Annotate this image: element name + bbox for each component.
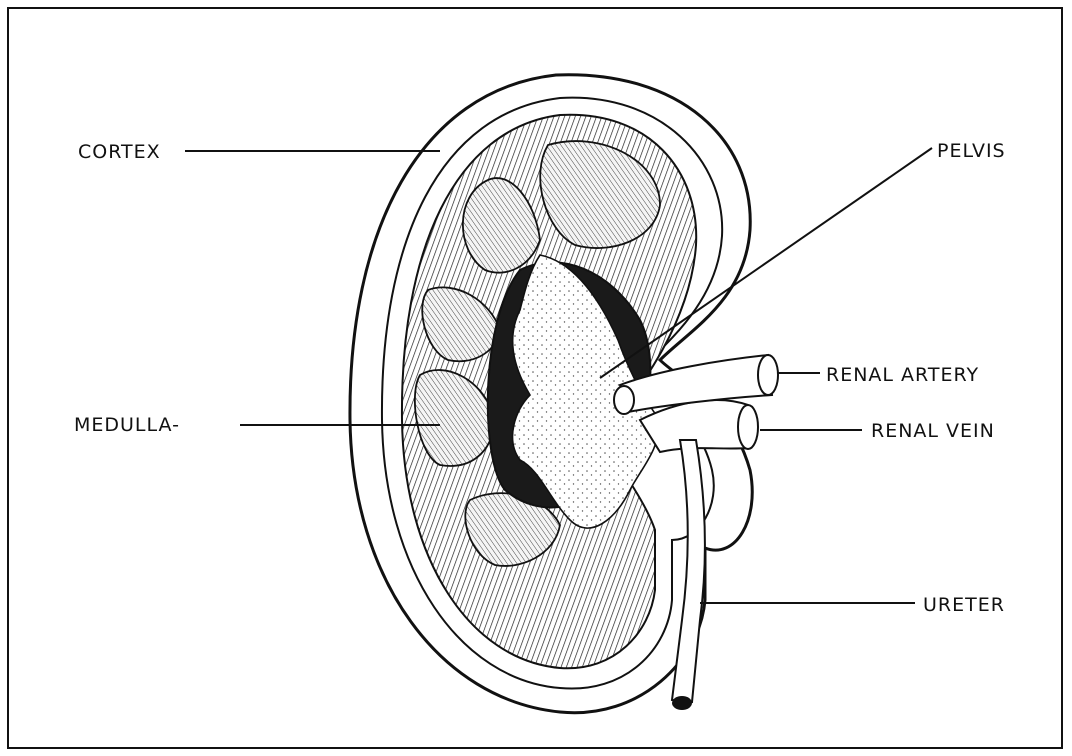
label-renal-vein: RENAL VEIN bbox=[871, 420, 995, 442]
label-pelvis: PELVIS bbox=[937, 140, 1006, 162]
renal-vein-opening bbox=[738, 405, 758, 449]
label-medulla: MEDULLA- bbox=[74, 414, 180, 436]
label-ureter: URETER bbox=[923, 594, 1005, 616]
ureter-opening bbox=[672, 696, 692, 710]
label-cortex: CORTEX bbox=[78, 141, 161, 163]
renal-artery-opening bbox=[758, 355, 778, 395]
label-renal-artery: RENAL ARTERY bbox=[826, 364, 979, 386]
renal-artery-stump bbox=[614, 386, 634, 414]
